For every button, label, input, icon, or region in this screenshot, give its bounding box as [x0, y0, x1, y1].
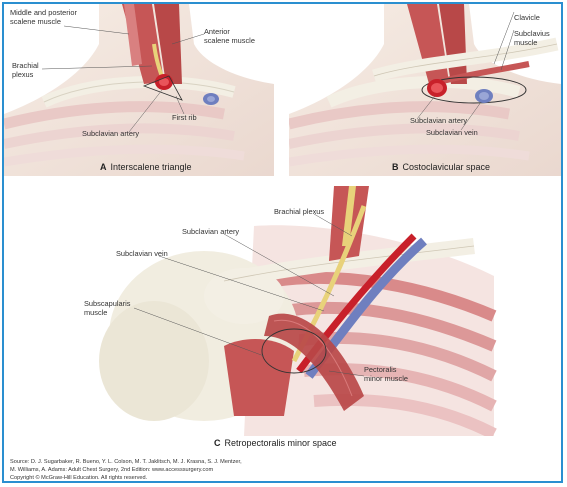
label-subclavian-vein-b: Subclavian vein [426, 129, 478, 138]
source-line-1: Source: D. J. Sugarbaker, R. Bueno, Y. L… [10, 458, 555, 466]
caption-a: A Interscalene triangle [100, 162, 192, 172]
label-subclavian-artery-a: Subclavian artery [82, 130, 139, 139]
figure-frame: Middle and posterior scalene muscle Ante… [2, 2, 563, 483]
panel-c-svg [94, 186, 504, 436]
label-subscapularis-muscle: Subscapularis muscle [84, 300, 130, 317]
label-subclavian-artery-b: Subclavian artery [410, 117, 467, 126]
panel-c-illustration [94, 186, 504, 436]
label-pectoralis-minor: Pectoralis minor muscle [364, 366, 408, 383]
caption-b: B Costoclavicular space [392, 162, 490, 172]
source-line-3: Copyright © McGraw-Hill Education. All r… [10, 474, 555, 482]
label-brachial-plexus-a: Brachial plexus [12, 62, 39, 79]
caption-c: C Retropectoralis minor space [214, 438, 337, 448]
label-middle-posterior-scalene: Middle and posterior scalene muscle [10, 9, 77, 26]
source-citation: Source: D. J. Sugarbaker, R. Bueno, Y. L… [10, 458, 555, 483]
caption-b-letter: B [392, 162, 399, 172]
label-brachial-plexus-c: Brachial plexus [274, 208, 324, 217]
source-line-2: M. Williams, A. Adams: Adult Chest Surge… [10, 466, 555, 474]
label-anterior-scalene: Anterior scalene muscle [204, 28, 255, 45]
label-clavicle: Clavicle [514, 14, 540, 23]
caption-c-text: Retropectoralis minor space [225, 438, 337, 448]
label-subclavian-vein-c: Subclavian vein [116, 250, 168, 259]
caption-c-letter: C [214, 438, 221, 448]
caption-a-letter: A [100, 162, 107, 172]
caption-a-text: Interscalene triangle [111, 162, 192, 172]
label-subclavius-muscle: Subclavius muscle [514, 30, 550, 47]
caption-b-text: Costoclavicular space [403, 162, 491, 172]
label-subclavian-artery-c: Subclavian artery [182, 228, 239, 237]
label-first-rib: First rib [172, 114, 197, 123]
